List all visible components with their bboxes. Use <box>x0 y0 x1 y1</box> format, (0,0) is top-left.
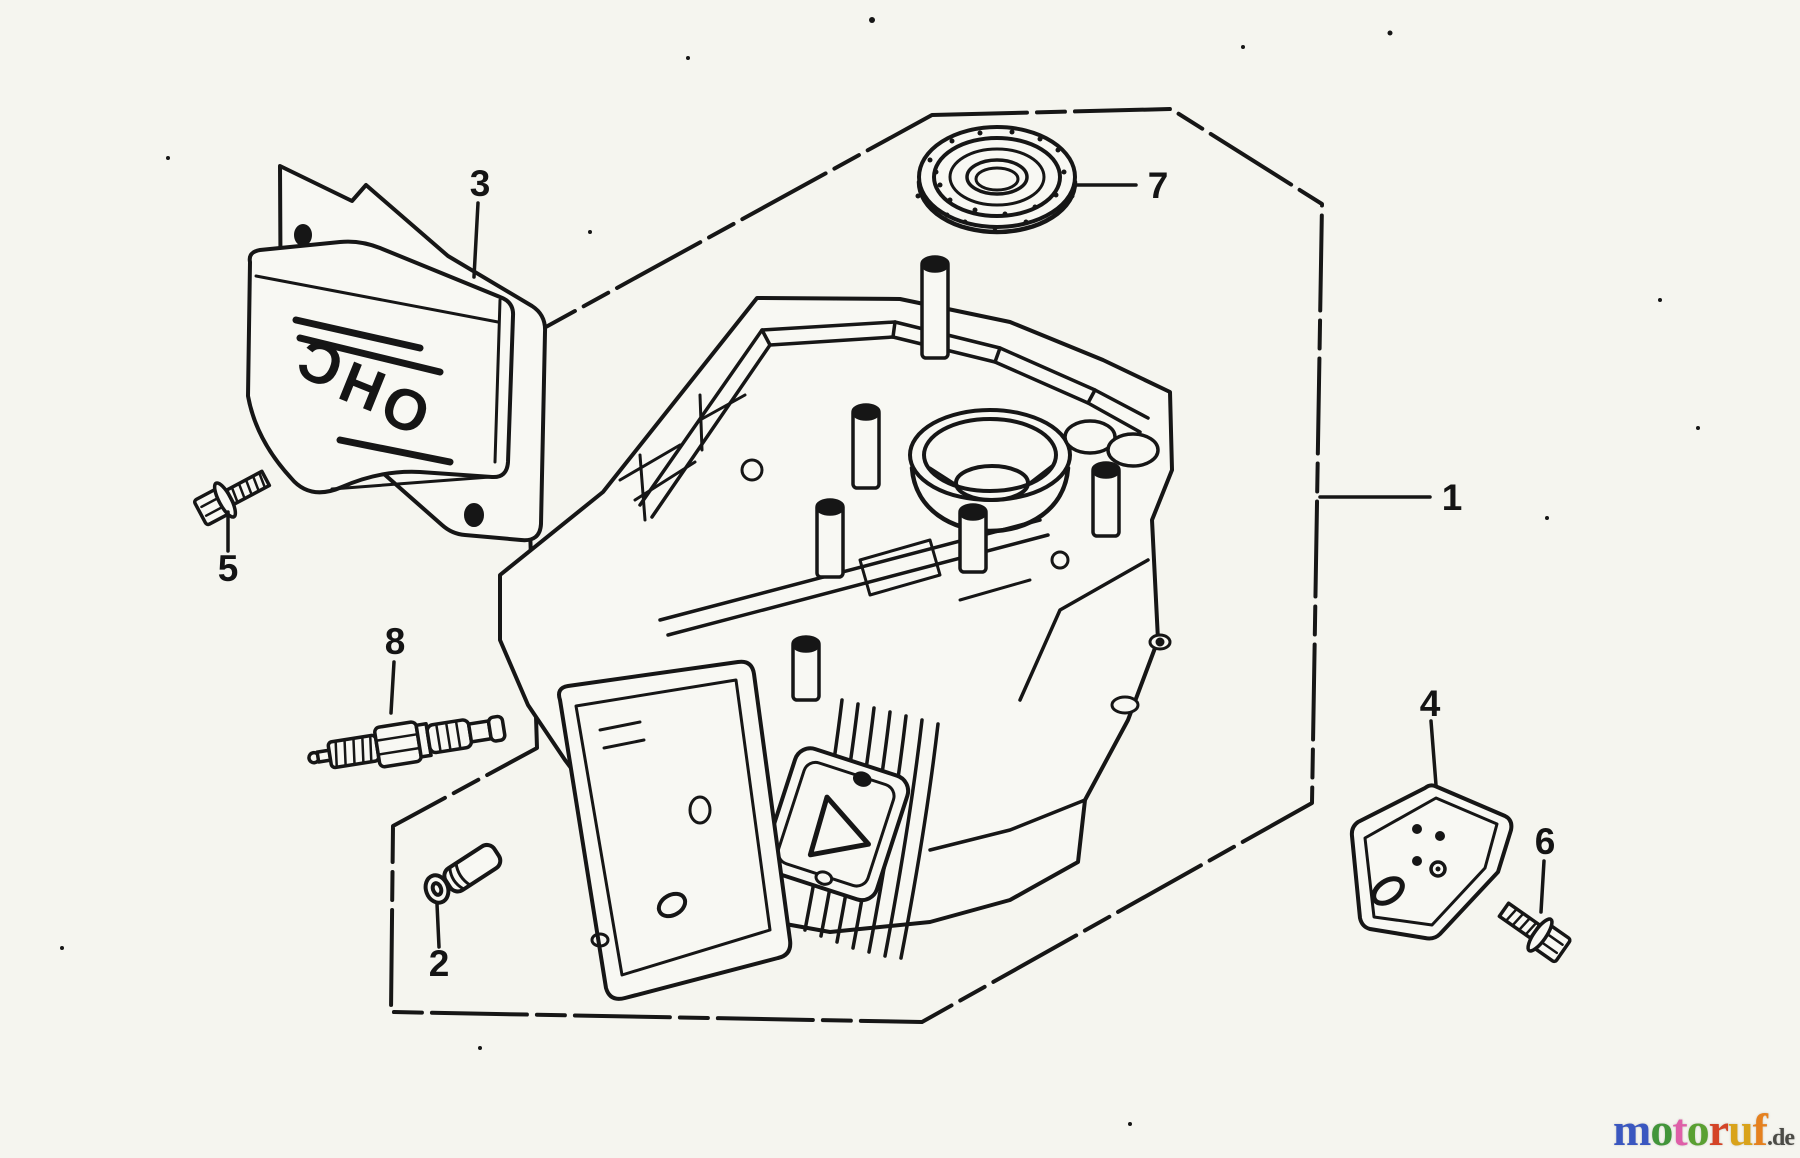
logo-letter: u <box>1728 1104 1754 1155</box>
motoruf-watermark-logo: motoruf.de <box>1613 1104 1795 1155</box>
callout-5-bolt[interactable]: 5 <box>218 548 239 589</box>
leader-6 <box>1539 859 1546 914</box>
boundary-outline <box>389 107 1324 1024</box>
part-bolt-6 <box>1497 901 1572 964</box>
leader-2 <box>435 902 441 949</box>
part-dowel-pin <box>423 842 503 905</box>
logo-letter: r <box>1708 1104 1729 1155</box>
callout-1-cylinder-barrel[interactable]: 1 <box>1442 477 1463 518</box>
oil-seal-stipple <box>915 129 1075 231</box>
cylinder-bore <box>908 408 1072 534</box>
part-spark-plug <box>307 714 507 770</box>
cover-stripes <box>292 316 454 466</box>
cover-bolt-hole <box>294 224 312 246</box>
exhaust-flange <box>762 746 911 903</box>
callout-6-bolt[interactable]: 6 <box>1535 821 1556 862</box>
callout-numbers: 1 2 3 4 5 6 7 8 <box>218 163 1556 984</box>
part-bolt-5 <box>193 469 272 527</box>
logo-letter: t <box>1672 1104 1687 1155</box>
callout-7-oil-seal[interactable]: 7 <box>1148 165 1169 206</box>
leader-8 <box>389 660 396 715</box>
logo-letter: m <box>1613 1104 1651 1155</box>
cover-bolt-hole <box>464 503 484 527</box>
interior-details <box>618 393 1070 602</box>
head-mating-face <box>557 659 793 1001</box>
part-cylinder-barrel-assembly <box>498 255 1174 1001</box>
callout-2-dowel-pin[interactable]: 2 <box>429 943 450 984</box>
logo-letter: o <box>1650 1104 1673 1155</box>
cover-body <box>246 239 516 495</box>
logo-letter: f <box>1752 1104 1768 1155</box>
deck-boss <box>1063 419 1160 468</box>
part-head-cover: C H O <box>246 164 548 543</box>
callout-8-spark-plug[interactable]: 8 <box>385 621 406 662</box>
side-holes <box>1110 633 1172 715</box>
callout-leaders <box>226 183 1546 949</box>
leader-4 <box>1429 719 1438 787</box>
part-washer <box>423 873 451 905</box>
cover-ohc-text: C H O <box>289 326 439 449</box>
speckles <box>60 17 1700 1126</box>
logo-suffix: .de <box>1767 1125 1795 1151</box>
deck-studs <box>791 255 1121 702</box>
leader-3 <box>472 201 480 279</box>
logo-letter: o <box>1686 1104 1710 1155</box>
callout-4-breather-plate[interactable]: 4 <box>1420 683 1441 724</box>
callout-3-head-cover[interactable]: 3 <box>470 163 491 204</box>
part-oil-seal <box>915 125 1078 235</box>
part-breather-plate <box>1349 783 1514 941</box>
